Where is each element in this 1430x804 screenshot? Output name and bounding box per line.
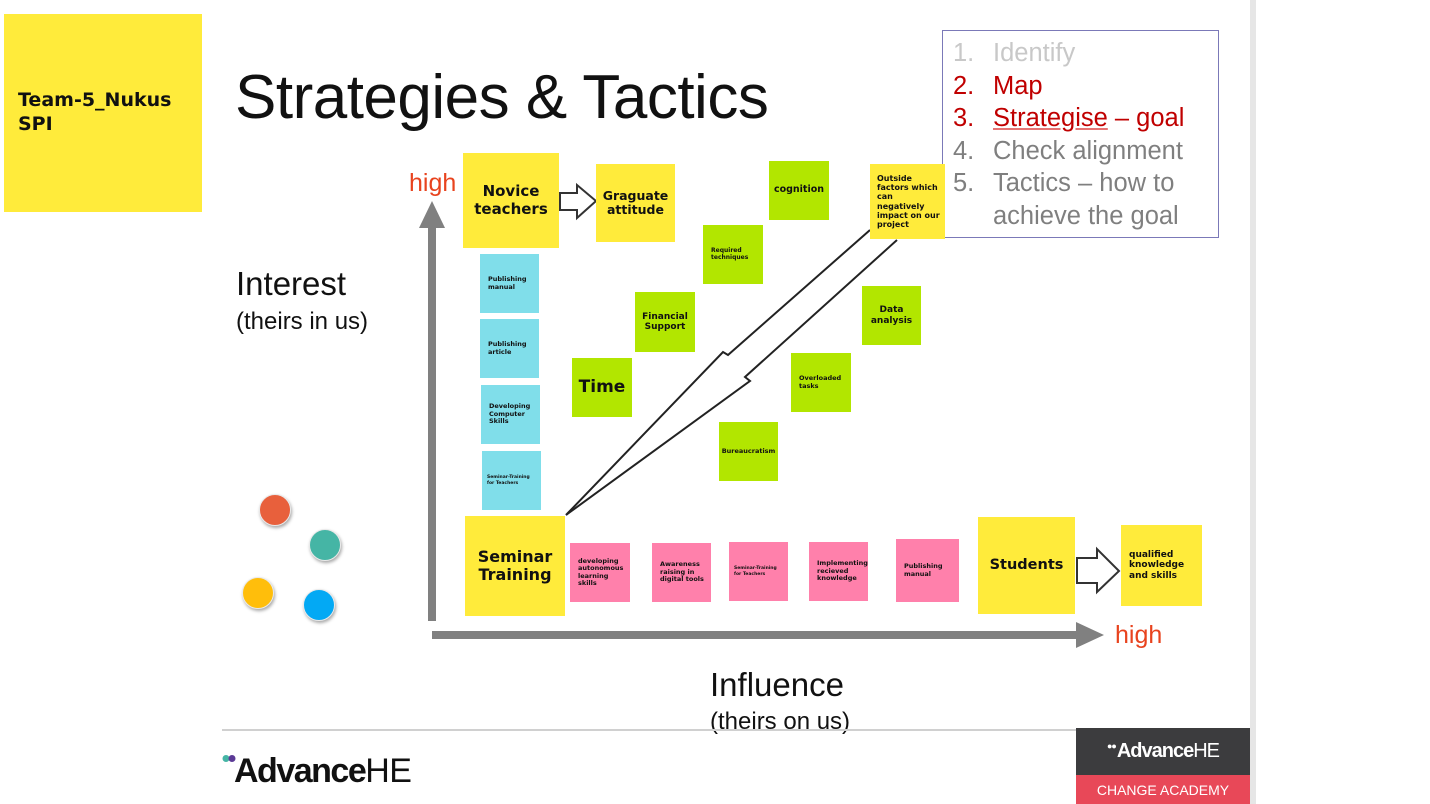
y-axis-shaft <box>428 225 436 621</box>
influence-line-lower <box>565 239 898 516</box>
step-5: 5.Tactics – how to <box>953 169 1175 197</box>
note-cyan-publishing-manual: Publishing manual <box>480 254 539 313</box>
team-note: Team-5_Nukus SPI <box>4 14 202 212</box>
badge-dots-icon: ●● <box>1106 740 1117 751</box>
note-cognition: cognition <box>769 161 829 220</box>
step-1: 1.Identify <box>953 39 1076 67</box>
badge-caption: CHANGE ACADEMY <box>1076 775 1250 804</box>
step-4: 4.Check alignment <box>953 136 1183 165</box>
step-3: 3.Strategise – goal <box>953 104 1185 132</box>
y-axis-high-label: high <box>409 169 457 197</box>
y-axis-label: Interest <box>236 265 347 302</box>
arrow-students-to-qualified-icon <box>1076 546 1121 595</box>
logo-dots-icon <box>222 755 236 762</box>
x-axis-shaft <box>432 631 1082 639</box>
x-axis-sublabel: (theirs on us) <box>710 708 851 735</box>
note-financial-support: Financial Support <box>635 292 695 352</box>
note-qualified-knowledge: qualified knowledge and skills <box>1121 525 1202 606</box>
x-axis-label: Influence <box>710 666 844 703</box>
note-cyan-seminar-training: Seminar-Training for Teachers <box>482 451 541 510</box>
note-graduate-attitude: Graguate attitude <box>596 164 675 242</box>
team-note-line1: Team-5_Nukus <box>18 89 172 112</box>
note-time: Time <box>572 358 632 417</box>
note-bureaucratism: Bureaucratism <box>719 422 778 481</box>
advance-he-logo: AdvanceHE <box>234 752 412 790</box>
note-cyan-publishing-article: Publishing article <box>480 319 539 378</box>
diagram-arrows <box>419 182 1121 648</box>
arrow-novice-to-graduate-icon <box>559 182 598 221</box>
note-pink-autonomous-learning: developing autonomous learning skills <box>570 543 630 602</box>
note-cyan-computer-skills: Developing Computer Skills <box>481 385 540 444</box>
page-title: Strategies & Tactics <box>235 63 769 132</box>
note-students: Students <box>978 517 1075 614</box>
x-axis-high-label: high <box>1115 621 1163 649</box>
note-outside-factors: Outside factors which can negatively imp… <box>870 164 945 239</box>
slide-edge-divider <box>1250 0 1256 804</box>
note-seminar-training: Seminar Training <box>465 516 565 616</box>
dot-red-icon <box>259 494 291 526</box>
note-overloaded-tasks: Overloaded tasks <box>791 353 851 412</box>
steps-box: 1.Identify 2.Map 3.Strategise – goal 4.C… <box>942 30 1219 238</box>
slide: Team-5_Nukus SPI Strategies & Tactics 1.… <box>4 14 1250 804</box>
y-axis-arrowhead <box>419 201 445 228</box>
team-note-line2: SPI <box>18 113 53 135</box>
dot-teal-icon <box>309 529 341 561</box>
note-pink-implementing-knowledge: Implementing recieved knowledge <box>809 542 868 601</box>
step-5-cont: achieve the goal <box>993 201 1179 230</box>
dot-amber-icon <box>242 577 274 609</box>
footer-divider <box>222 729 1250 731</box>
note-required-techniques: Required techniques <box>703 225 763 284</box>
note-novice-teachers: Novice teachers <box>463 153 559 248</box>
influence-line-upper <box>565 229 871 516</box>
note-pink-seminar-training: Seminar-Training for Teachers <box>729 542 788 601</box>
note-data-analysis: Data analysis <box>862 286 921 345</box>
step-2: 2.Map <box>953 71 1043 100</box>
dot-blue-icon <box>303 589 335 621</box>
x-axis-arrowhead <box>1076 622 1104 648</box>
y-axis-sublabel: (theirs in us) <box>236 308 369 335</box>
note-pink-awareness-digital: Awareness raising in digital tools <box>652 543 711 602</box>
note-pink-publishing-manual: Publishing manual <box>896 539 959 602</box>
